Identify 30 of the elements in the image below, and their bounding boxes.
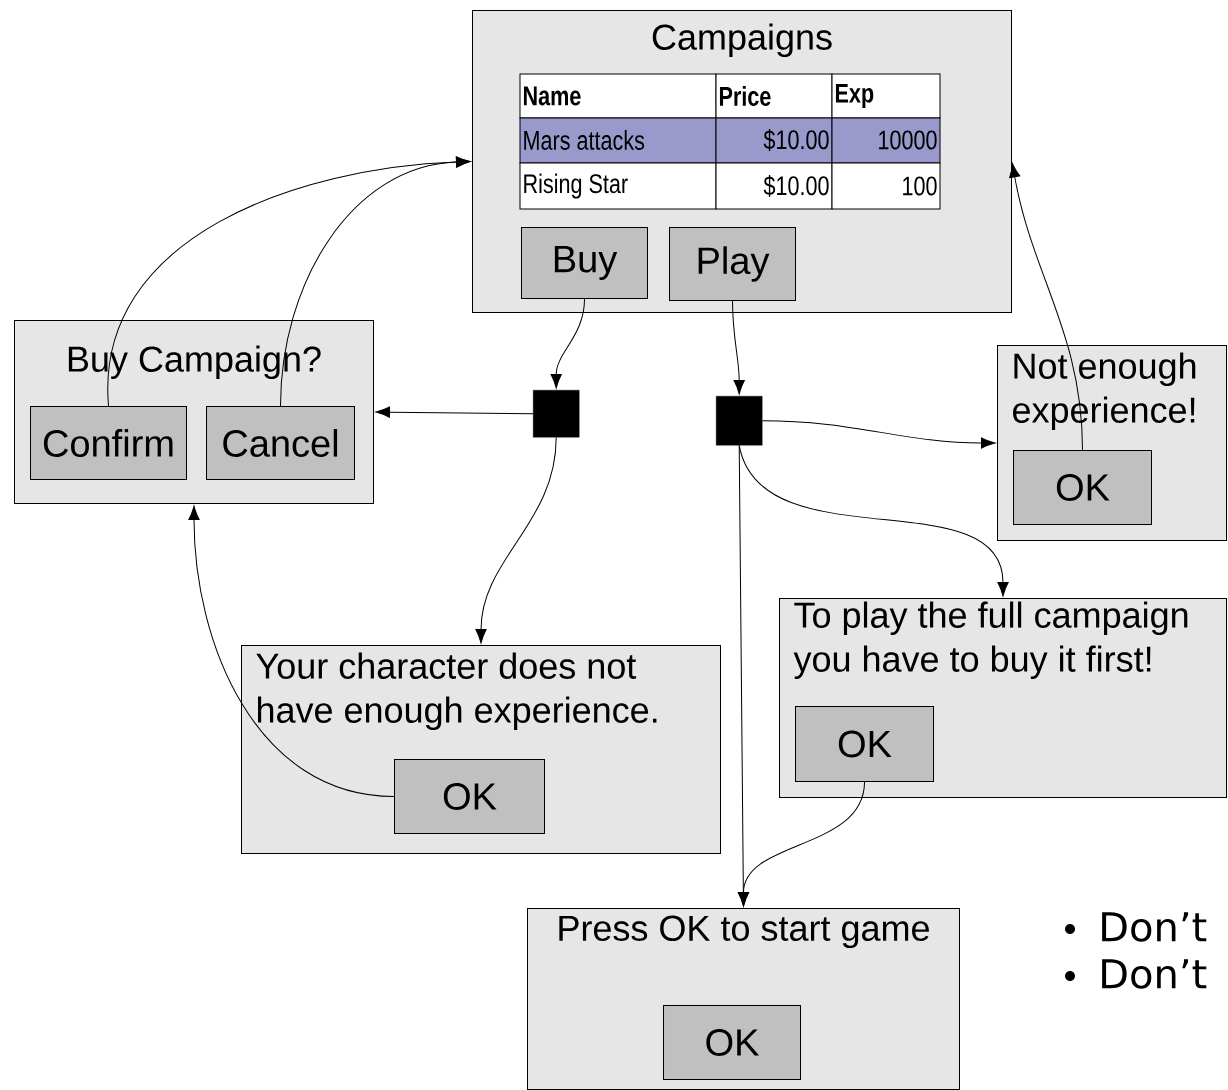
table-cell: Exp xyxy=(831,73,941,119)
table-cell: $10.00 xyxy=(715,117,833,164)
table-cell: Name xyxy=(519,73,717,119)
arrow xyxy=(737,781,865,907)
arrow xyxy=(1009,163,1083,451)
button: OK xyxy=(795,706,934,782)
arrow xyxy=(732,300,745,395)
button: Buy xyxy=(521,227,648,299)
table-cell: 10000 xyxy=(831,117,941,164)
button: OK xyxy=(1013,450,1152,525)
button: OK xyxy=(394,759,545,834)
arrow xyxy=(550,298,585,389)
arrow xyxy=(280,156,471,407)
note-text: Don’t xyxy=(1102,959,1207,989)
junction-square xyxy=(533,390,580,438)
button: Cancel xyxy=(206,406,355,480)
button: Confirm xyxy=(30,406,187,480)
table-cell: Mars attacks xyxy=(519,117,717,164)
table-cell: 100 xyxy=(831,162,941,210)
table-cell: Rising Star xyxy=(519,162,717,210)
arrow xyxy=(761,420,996,449)
button: Play xyxy=(669,227,796,301)
arrow xyxy=(475,436,557,644)
arrow xyxy=(188,505,395,797)
button: OK xyxy=(663,1005,801,1080)
junction-square xyxy=(716,396,763,446)
table-cell: $10.00 xyxy=(715,162,833,210)
note-text: Don’t xyxy=(1102,912,1207,942)
arrow xyxy=(375,406,534,418)
table-cell: Price xyxy=(715,73,833,119)
